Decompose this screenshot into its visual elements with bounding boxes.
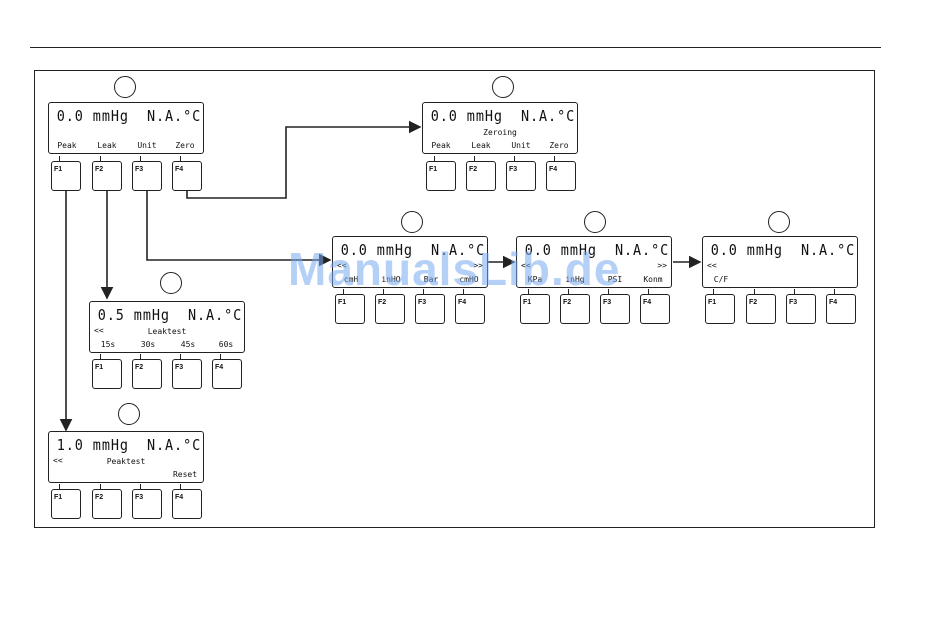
- softkey-label: Reset: [172, 470, 198, 479]
- forward-arrows: >>: [473, 261, 483, 270]
- f1-key[interactable]: F1: [520, 289, 550, 324]
- f3-key[interactable]: F3: [132, 484, 162, 519]
- f3-key[interactable]: F3: [132, 156, 162, 191]
- softkey-label: Leak: [471, 141, 491, 150]
- f4-key[interactable]: F4: [172, 156, 202, 191]
- f2-key[interactable]: F2: [375, 289, 405, 324]
- f3-key[interactable]: F3: [506, 156, 536, 191]
- lcd-title: Zeroing: [483, 128, 517, 137]
- lcd-reading: 0.0 mmHg N.A.°C: [710, 241, 856, 259]
- softkey-label: cmHO: [459, 275, 479, 284]
- softkey-label: Peak: [431, 141, 451, 150]
- f3-key[interactable]: F3: [415, 289, 445, 324]
- forward-arrows: >>: [657, 261, 667, 270]
- lcd-reading: 0.0 mmHg N.A.°C: [56, 107, 202, 125]
- softkey-label: cmH: [343, 275, 359, 284]
- f2-key[interactable]: F2: [560, 289, 590, 324]
- f1-key[interactable]: F1: [335, 289, 365, 324]
- softkey-label: Unit: [137, 141, 157, 150]
- back-arrows: <<: [707, 261, 717, 270]
- lcd-reading: 0.0 mmHg N.A.°C: [430, 107, 576, 125]
- f4-key[interactable]: F4: [455, 289, 485, 324]
- f2-key[interactable]: F2: [466, 156, 496, 191]
- f2-key[interactable]: F2: [746, 289, 776, 324]
- step-circle: [584, 211, 606, 233]
- lcd-title: Peaktest: [106, 457, 146, 466]
- softkey-label: Peak: [57, 141, 77, 150]
- softkey-label: Leak: [97, 141, 117, 150]
- softkey-label: inHO: [381, 275, 401, 284]
- softkey-label: KPa: [527, 275, 543, 284]
- lcd-reading: 0.5 mmHg N.A.°C: [97, 306, 243, 324]
- f3-key[interactable]: F3: [172, 354, 202, 389]
- f2-key[interactable]: F2: [92, 156, 122, 191]
- step-circle: [492, 76, 514, 98]
- f4-key[interactable]: F4: [172, 484, 202, 519]
- softkey-label: 60s: [218, 340, 234, 349]
- lcd-temp-unit: 0.0 mmHg N.A.°C << C/F: [702, 236, 858, 288]
- lcd-peaktest: 1.0 mmHg N.A.°C << Peaktest Reset: [48, 431, 204, 483]
- step-circle: [160, 272, 182, 294]
- softkey-label: 15s: [100, 340, 116, 349]
- f4-key[interactable]: F4: [546, 156, 576, 191]
- lcd-reading: 0.0 mmHg N.A.°C: [340, 241, 486, 259]
- f3-key[interactable]: F3: [786, 289, 816, 324]
- lcd-reading: 0.0 mmHg N.A.°C: [524, 241, 670, 259]
- f4-key[interactable]: F4: [640, 289, 670, 324]
- back-arrows: <<: [53, 456, 63, 465]
- lcd-leaktest: 0.5 mmHg N.A.°C << Leaktest 15s 30s 45s …: [89, 301, 245, 353]
- diagram-frame: [34, 70, 875, 528]
- f1-key[interactable]: F1: [51, 156, 81, 191]
- softkey-label: Unit: [511, 141, 531, 150]
- softkey-label: Zero: [175, 141, 195, 150]
- f1-key[interactable]: F1: [705, 289, 735, 324]
- softkey-label: inHg: [565, 275, 585, 284]
- lcd-unit-page1: 0.0 mmHg N.A.°C << >> cmH inHO Bar cmHO: [332, 236, 488, 288]
- header-rule: [30, 47, 881, 48]
- lcd-zeroing: 0.0 mmHg N.A.°C Zeroing Peak Leak Unit Z…: [422, 102, 578, 154]
- arrow-unit: [146, 191, 332, 267]
- lcd-reading: 1.0 mmHg N.A.°C: [56, 436, 202, 454]
- step-circle: [768, 211, 790, 233]
- f1-key[interactable]: F1: [92, 354, 122, 389]
- lcd-title: Leaktest: [147, 327, 187, 336]
- step-circle: [401, 211, 423, 233]
- lcd-main: 0.0 mmHg N.A.°C Peak Leak Unit Zero: [48, 102, 204, 154]
- lcd-unit-page2: 0.0 mmHg N.A.°C << >> KPa inHg PSI Konm: [516, 236, 672, 288]
- step-circle: [118, 403, 140, 425]
- back-arrows: <<: [521, 261, 531, 270]
- f1-key[interactable]: F1: [426, 156, 456, 191]
- softkey-label: 30s: [140, 340, 156, 349]
- softkey-label: Zero: [549, 141, 569, 150]
- softkey-label: Bar: [423, 275, 439, 284]
- softkey-label: PSI: [607, 275, 623, 284]
- softkey-label: C/F: [713, 275, 729, 284]
- step-circle: [114, 76, 136, 98]
- f2-key[interactable]: F2: [132, 354, 162, 389]
- f2-key[interactable]: F2: [92, 484, 122, 519]
- f4-key[interactable]: F4: [826, 289, 856, 324]
- softkey-label: 45s: [180, 340, 196, 349]
- watermark: ManualsLib.de: [288, 243, 621, 295]
- f4-key[interactable]: F4: [212, 354, 242, 389]
- f3-key[interactable]: F3: [600, 289, 630, 324]
- arrow-zero: [186, 120, 422, 199]
- back-arrows: <<: [337, 261, 347, 270]
- back-arrows: <<: [94, 326, 104, 335]
- f1-key[interactable]: F1: [51, 484, 81, 519]
- softkey-label: Konm: [643, 275, 663, 284]
